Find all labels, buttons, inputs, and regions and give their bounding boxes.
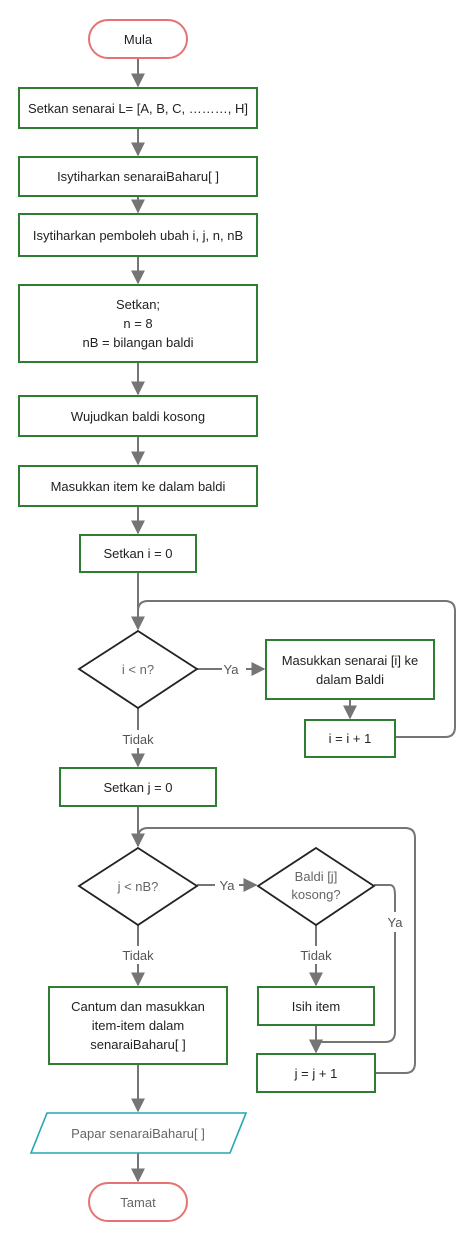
no-bucket-label: Tidak	[300, 948, 332, 963]
declare-vars-process: Isytiharkan pemboleh ubah i, j, n, nB	[18, 213, 258, 257]
insert-items-label: Masukkan item ke dalam baldi	[51, 479, 226, 494]
set-i-label: Setkan i = 0	[103, 546, 172, 561]
declare-new-list-label: Isytiharkan senaraiBaharu[ ]	[57, 169, 219, 184]
yes-bucket-label: Ya	[388, 915, 404, 930]
inc-i-label: i = i + 1	[329, 731, 372, 746]
cond-j-decision: j < nB?	[77, 846, 199, 927]
cond-bucket-line2: kosong?	[291, 887, 340, 902]
inc-j-process: j = j + 1	[256, 1053, 376, 1093]
no-i-label: Tidak	[122, 732, 154, 747]
insert-items-process: Masukkan item ke dalam baldi	[18, 465, 258, 507]
yes-i-label: Ya	[224, 662, 240, 677]
cond-i-label: i < n?	[122, 662, 154, 677]
inc-j-label: j = j + 1	[294, 1066, 338, 1081]
append-line2: item-item dalam	[92, 1018, 184, 1033]
start-label: Mula	[124, 32, 153, 47]
append-line3: senaraiBaharu[ ]	[90, 1037, 185, 1052]
set-values-process: Setkan; n = 8 nB = bilangan baldi	[18, 284, 258, 363]
set-values-line3: nB = bilangan baldi	[83, 335, 194, 350]
insert-to-bucket-line2: dalam Baldi	[316, 672, 384, 687]
fill-item-label: Isih item	[292, 999, 340, 1014]
connectors	[131, 58, 456, 1183]
set-j-label: Setkan j = 0	[103, 780, 172, 795]
end-label: Tamat	[120, 1195, 156, 1210]
declare-new-list-process: Isytiharkan senaraiBaharu[ ]	[18, 156, 258, 197]
set-values-line1: Setkan;	[116, 297, 160, 312]
cond-bucket-line1: Baldi [j]	[295, 869, 338, 884]
set-list-process: Setkan senarai L= [A, B, C, ………, H]	[18, 87, 258, 129]
display-io: Papar senaraiBaharu[ ]	[29, 1112, 248, 1154]
append-process: Cantum dan masukkan item-item dalam sena…	[48, 986, 228, 1065]
start-terminal: Mula	[88, 19, 188, 59]
declare-vars-label: Isytiharkan pemboleh ubah i, j, n, nB	[33, 228, 243, 243]
create-buckets-label: Wujudkan baldi kosong	[71, 409, 205, 424]
cond-i-decision: i < n?	[77, 629, 199, 710]
insert-to-bucket-line1: Masukkan senarai [i] ke	[282, 653, 419, 668]
append-line1: Cantum dan masukkan	[71, 999, 205, 1014]
yes-j-label: Ya	[220, 878, 236, 893]
cond-bucket-decision: Baldi [j] kosong?	[256, 846, 376, 927]
set-i-process: Setkan i = 0	[79, 534, 197, 573]
insert-to-bucket-process: Masukkan senarai [i] ke dalam Baldi	[265, 639, 435, 700]
end-terminal: Tamat	[88, 1182, 188, 1222]
set-values-line2: n = 8	[123, 316, 152, 331]
set-list-label: Setkan senarai L= [A, B, C, ………, H]	[28, 101, 248, 116]
fill-item-process: Isih item	[257, 986, 375, 1026]
inc-i-process: i = i + 1	[304, 719, 396, 758]
display-label: Papar senaraiBaharu[ ]	[71, 1126, 205, 1141]
cond-j-label: j < nB?	[117, 879, 159, 894]
no-j-label: Tidak	[122, 948, 154, 963]
create-buckets-process: Wujudkan baldi kosong	[18, 395, 258, 437]
set-j-process: Setkan j = 0	[59, 767, 217, 807]
